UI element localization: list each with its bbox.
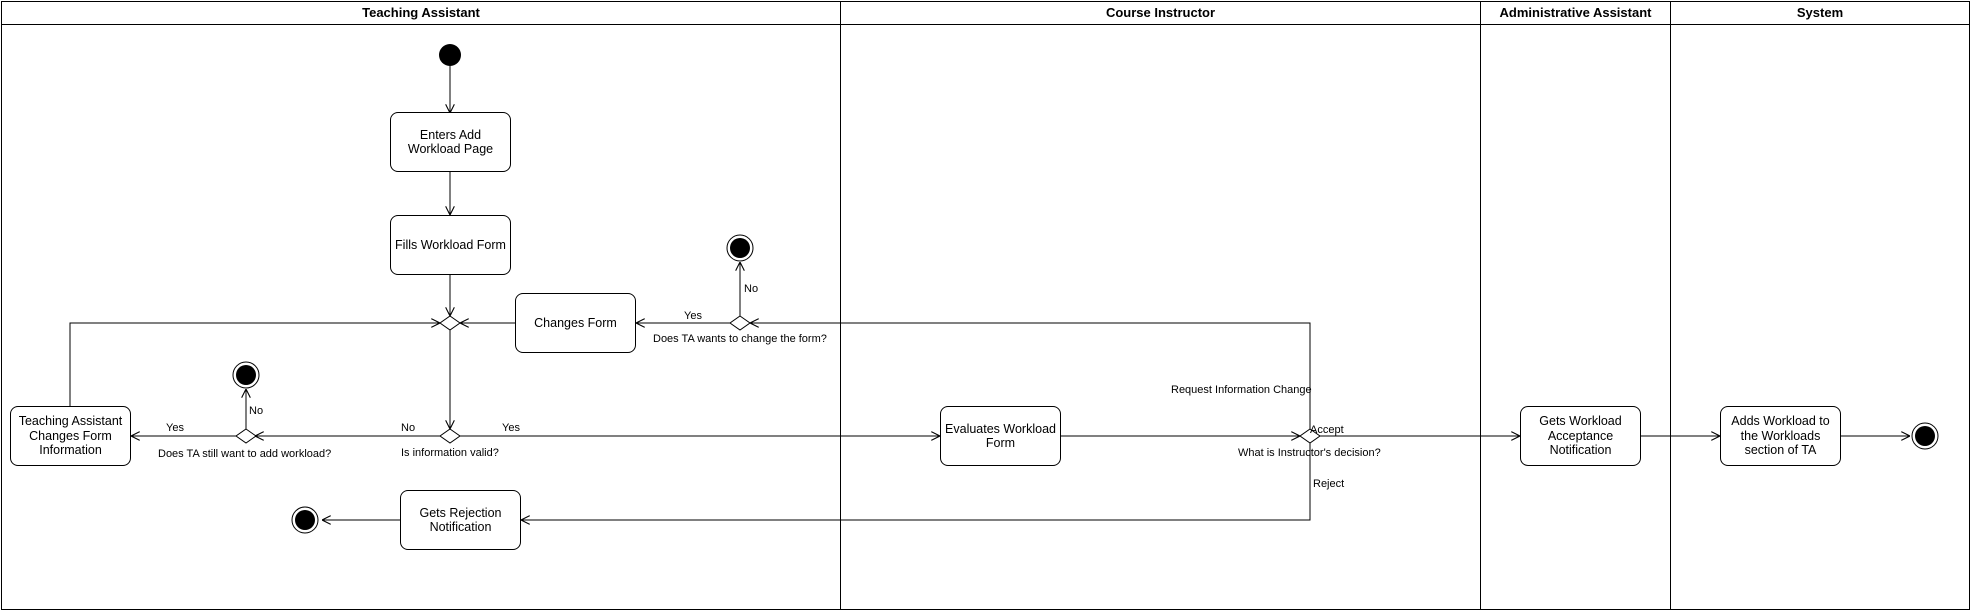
edge-label-accept: Accept	[1310, 424, 1344, 436]
edge-label-reject: Reject	[1313, 478, 1345, 490]
lane-header-teaching-assistant: Teaching Assistant	[2, 2, 840, 25]
lane-header-system: System	[1671, 2, 1969, 25]
activity-enters-add-workload-page: Enters Add Workload Page	[390, 112, 511, 172]
lane-system: System	[1670, 1, 1970, 610]
edge-label-yes-valid: Yes	[502, 422, 520, 434]
edge-label-yes-still: Yes	[166, 422, 184, 434]
activity-ta-changes-form-information: Teaching Assistant Changes Form Informat…	[10, 406, 131, 466]
lane-course-instructor: Course Instructor	[840, 1, 1481, 610]
activity-gets-workload-acceptance-notification: Gets Workload Acceptance Notification	[1520, 406, 1641, 466]
activity-changes-form: Changes Form	[515, 293, 636, 353]
edge-label-no-valid: No	[401, 422, 416, 434]
activity-evaluates-workload-form: Evaluates Workload Form	[940, 406, 1061, 466]
decision-label-still-want: Does TA still want to add workload?	[158, 448, 332, 460]
edge-label-request-change: Request Information Change	[1171, 384, 1312, 396]
lane-header-administrative-assistant: Administrative Assistant	[1481, 2, 1670, 25]
lane-administrative-assistant: Administrative Assistant	[1480, 1, 1671, 610]
edge-label-no-change: No	[744, 283, 759, 295]
activity-gets-rejection-notification: Gets Rejection Notification	[400, 490, 521, 550]
activity-fills-workload-form: Fills Workload Form	[390, 215, 511, 275]
decision-label-info-valid: Is information valid?	[401, 447, 499, 459]
edge-label-no-still: No	[249, 405, 264, 417]
decision-label-instructor: What is Instructor's decision?	[1238, 447, 1381, 459]
decision-label-change-form: Does TA wants to change the form?	[653, 333, 827, 345]
activity-adds-workload-to-ta: Adds Workload to the Workloads section o…	[1720, 406, 1841, 466]
edge-label-yes-change: Yes	[684, 310, 702, 322]
lane-header-course-instructor: Course Instructor	[841, 2, 1480, 25]
